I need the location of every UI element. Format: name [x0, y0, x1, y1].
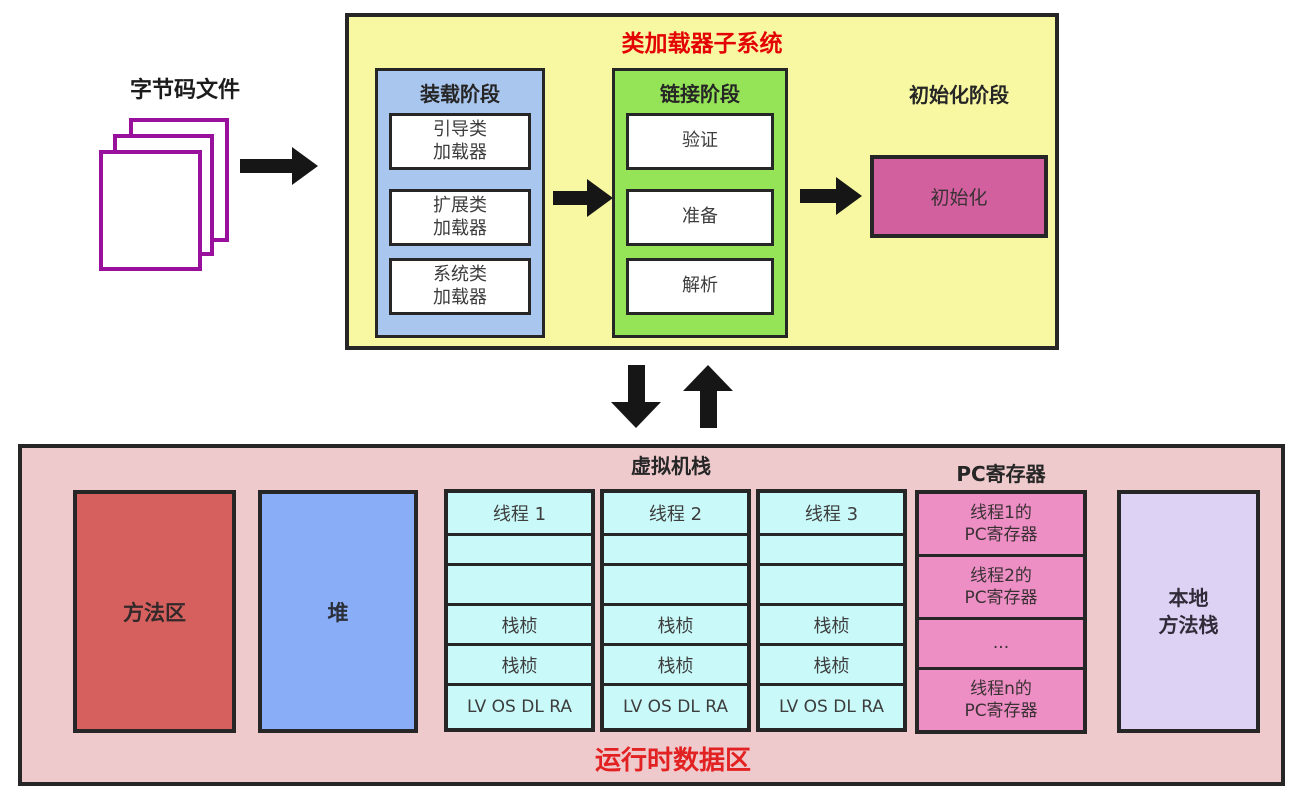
arrow-down-icon	[611, 365, 661, 428]
native-method-stack-box: 本地 方法栈	[1117, 490, 1260, 733]
bootstrap-class-loader-box: 引导类 加载器	[389, 113, 531, 170]
stack-frame-cell: 栈桢	[760, 646, 903, 683]
stack-empty-cell	[448, 536, 591, 563]
stack-lv-os-dl-ra-cell: LV OS DL RA	[760, 686, 903, 728]
method-area-box: 方法区	[73, 490, 236, 733]
class-loader-subsystem-title: 类加载器子系统	[621, 31, 783, 57]
stack-lv-os-dl-ra-cell: LV OS DL RA	[604, 686, 747, 728]
arrow-up-icon	[683, 365, 733, 428]
pc-register-thread-2-cell: 线程2的 PC寄存器	[919, 557, 1083, 617]
pc-register-thread-1-cell: 线程1的 PC寄存器	[919, 494, 1083, 554]
stack-lv-os-dl-ra-cell: LV OS DL RA	[448, 686, 591, 728]
vm-stack-thread-3-column: 线程 3 栈桢 栈桢 LV OS DL RA	[756, 489, 907, 732]
stack-frame-cell: 栈桢	[448, 646, 591, 683]
loading-phase-title: 装载阶段	[420, 81, 500, 106]
runtime-data-area-title: 运行时数据区	[594, 745, 751, 776]
initialization-phase-title: 初始化阶段	[909, 82, 1009, 107]
stack-empty-cell	[760, 566, 903, 603]
preparation-box: 准备	[626, 189, 774, 246]
loading-phase-box: 装载阶段 引导类 加载器 扩展类 加载器 系统类 加载器	[375, 68, 545, 338]
arrow-files-to-loading-icon	[240, 147, 318, 185]
verification-box: 验证	[626, 113, 774, 170]
vm-stack-thread-2-column: 线程 2 栈桢 栈桢 LV OS DL RA	[600, 489, 751, 732]
file-page-front-icon	[99, 150, 202, 271]
pc-register-thread-n-cell: 线程n的 PC寄存器	[919, 670, 1083, 730]
stack-frame-cell: 栈桢	[604, 606, 747, 643]
stack-empty-cell	[604, 566, 747, 603]
resolution-box: 解析	[626, 258, 774, 315]
stack-frame-cell: 栈桢	[604, 646, 747, 683]
stack-frame-cell: 栈桢	[760, 606, 903, 643]
linking-phase-box: 链接阶段 验证 准备 解析	[612, 68, 788, 338]
pc-register-stack: 线程1的 PC寄存器 线程2的 PC寄存器 ... 线程n的 PC寄存器	[915, 490, 1087, 734]
stack-frame-cell: 栈桢	[448, 606, 591, 643]
linking-phase-title: 链接阶段	[660, 81, 740, 106]
initialization-box: 初始化	[870, 155, 1048, 238]
vm-stack-thread-1-column: 线程 1 栈桢 栈桢 LV OS DL RA	[444, 489, 595, 732]
bytecode-files-label: 字节码文件	[129, 78, 240, 103]
system-class-loader-box: 系统类 加载器	[389, 258, 531, 315]
stack-empty-cell	[760, 536, 903, 563]
extension-class-loader-box: 扩展类 加载器	[389, 189, 531, 246]
thread-header-cell: 线程 2	[604, 493, 747, 533]
pc-register-title: PC寄存器	[956, 461, 1046, 486]
vm-stack-title: 虚拟机栈	[631, 453, 711, 478]
pc-register-ellipsis-cell: ...	[919, 620, 1083, 667]
stack-empty-cell	[448, 566, 591, 603]
thread-header-cell: 线程 1	[448, 493, 591, 533]
arrow-linking-to-init-icon	[800, 177, 862, 215]
heap-box: 堆	[258, 490, 418, 733]
stack-empty-cell	[604, 536, 747, 563]
thread-header-cell: 线程 3	[760, 493, 903, 533]
arrow-loading-to-linking-icon	[553, 179, 613, 217]
